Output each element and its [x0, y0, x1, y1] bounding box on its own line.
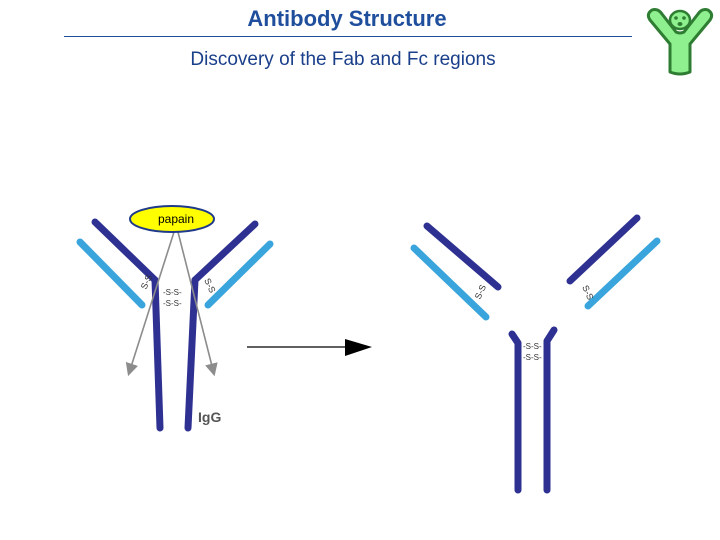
arrow-right-icon	[247, 339, 372, 356]
fab-left-light	[410, 244, 490, 321]
heavy-chain-right-stem	[184, 276, 199, 432]
fc-interchain-bond-2: -S-S-	[523, 353, 542, 362]
fab-left-heavy	[423, 222, 502, 291]
slide-subtitle: Discovery of the Fab and Fc regions	[190, 49, 496, 70]
fc-left-chain	[508, 330, 522, 494]
cleavage-pointer-right	[177, 231, 218, 377]
papain-label: papain	[158, 212, 194, 226]
fab-right-light	[584, 237, 661, 310]
interchain-bond-label-1: -S-S-	[163, 288, 182, 297]
disulfide-label-right: S-S	[202, 277, 217, 295]
title-divider	[64, 36, 632, 37]
cleavage-pointer-left	[125, 231, 175, 377]
light-chain-right	[204, 240, 274, 309]
fab-fragment-left: S-S	[410, 222, 502, 321]
interchain-bond-label-2: -S-S-	[163, 299, 182, 308]
intact-igg: S-S S-S -S-S- -S-S- IgG	[76, 218, 274, 432]
fc-fragment: -S-S- -S-S-	[508, 326, 558, 494]
fc-right-chain	[543, 326, 558, 494]
fab-left-disulfide-label: S-S	[473, 283, 488, 301]
papain-enzyme: papain	[129, 205, 215, 233]
heavy-chain-left-stem	[151, 276, 164, 432]
heavy-chain-right-arm	[191, 220, 259, 284]
light-chain-left	[76, 238, 146, 309]
slide-title: Antibody Structure	[247, 6, 447, 31]
antibody-mascot-icon	[646, 8, 714, 76]
igg-label: IgG	[198, 409, 221, 425]
fc-interchain-bond-1: -S-S-	[523, 342, 542, 351]
fab-right-heavy	[566, 214, 641, 285]
fab-fragment-right: S-S	[566, 214, 661, 310]
heavy-chain-left-arm	[91, 218, 159, 284]
